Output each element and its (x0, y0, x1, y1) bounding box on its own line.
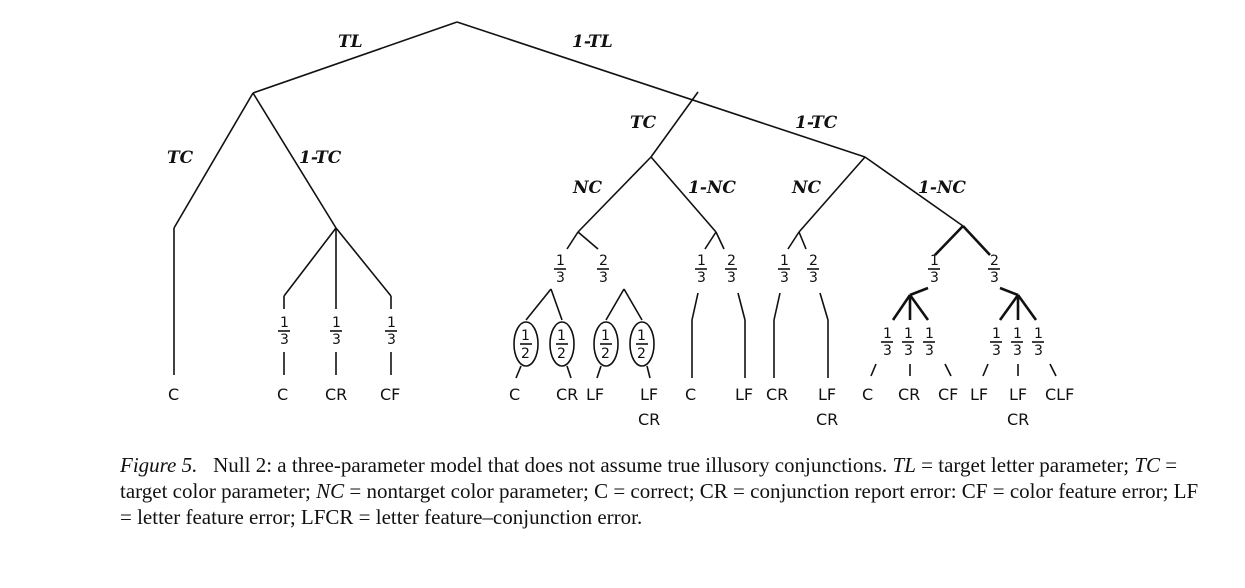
edge-label-nc-a: NC (572, 178, 603, 198)
fraction-denominator: 3 (727, 270, 736, 286)
fraction-numerator: 2 (990, 253, 999, 269)
edge-label-nc-b: NC (791, 178, 822, 198)
fraction-denominator: 2 (557, 346, 566, 362)
fraction-denominator: 2 (601, 346, 610, 362)
caption-symbol-nc: NC (316, 479, 345, 503)
leaf-label: CR (1007, 410, 1029, 429)
edge-label-not-tc-right: 1-TC (795, 113, 838, 133)
edge-label-not-tc-left: 1-TC (299, 148, 342, 168)
caption-text: = target letter parameter; (921, 453, 1130, 477)
fraction-numerator: 1 (557, 328, 566, 344)
leaf-label: LF (818, 385, 836, 404)
edge-label-not-nc-a: 1-NC (688, 178, 736, 198)
leaf-label: CR (556, 385, 578, 404)
fraction-denominator: 3 (332, 332, 341, 348)
fraction-denominator: 3 (883, 343, 892, 359)
fraction-numerator: 1 (1034, 326, 1043, 342)
fraction-denominator: 3 (1013, 343, 1022, 359)
leaf-label: LF (1009, 385, 1027, 404)
fraction-numerator: 1 (637, 328, 646, 344)
leaf-label: C (277, 385, 288, 404)
fraction-denominator: 3 (990, 270, 999, 286)
leaf-label: C (509, 385, 520, 404)
fraction-numerator: 1 (780, 253, 789, 269)
fraction-denominator: 3 (930, 270, 939, 286)
leaf-label: CF (380, 385, 400, 404)
fraction-denominator: 2 (637, 346, 646, 362)
leaf-label: C (168, 385, 179, 404)
fraction-numerator: 1 (601, 328, 610, 344)
fraction-numerator: 1 (904, 326, 913, 342)
fraction-denominator: 3 (556, 270, 565, 286)
fraction-numerator: 1 (332, 315, 341, 331)
fraction-numerator: 1 (697, 253, 706, 269)
caption-symbol-tl: TL (892, 453, 916, 477)
probability-tree: TL 1-TL TC 1-TC C 1 3 1 3 1 3 C CR CF TC… (167, 21, 1074, 429)
fraction-denominator: 3 (280, 332, 289, 348)
leaf-label: CR (816, 410, 838, 429)
leaf-label: CF (938, 385, 958, 404)
leaf-label: CR (898, 385, 920, 404)
fraction-numerator: 2 (599, 253, 608, 269)
leaf-label: LF (970, 385, 988, 404)
fraction-numerator: 1 (556, 253, 565, 269)
fraction-numerator: 2 (727, 253, 736, 269)
edge-label-tl: TL (338, 32, 363, 52)
edge-label-not-nc-b: 1-NC (918, 178, 966, 198)
fraction-numerator: 1 (930, 253, 939, 269)
fraction-numerator: 1 (1013, 326, 1022, 342)
fraction-denominator: 3 (780, 270, 789, 286)
caption-text: Null 2: a three-parameter model that doe… (213, 453, 888, 477)
leaf-label: LF (735, 385, 753, 404)
edge-label-not-tl: 1-TL (572, 32, 613, 52)
fraction-denominator: 2 (521, 346, 530, 362)
fraction-numerator: 1 (521, 328, 530, 344)
leaf-label: C (862, 385, 873, 404)
fraction-numerator: 1 (883, 326, 892, 342)
leaf-label: CLF (1045, 385, 1074, 404)
caption-text: = target color parameter; (120, 453, 1178, 503)
caption-text: = nontarget color parameter; C = correct… (120, 479, 1199, 529)
fraction-denominator: 3 (1034, 343, 1043, 359)
fraction-numerator: 1 (925, 326, 934, 342)
fraction-denominator: 3 (599, 270, 608, 286)
figure-caption: Figure 5. Null 2: a three-parameter mode… (120, 452, 1200, 530)
fraction-denominator: 3 (904, 343, 913, 359)
leaf-label: CR (638, 410, 660, 429)
leaf-label: CR (325, 385, 347, 404)
fraction-denominator: 3 (387, 332, 396, 348)
fraction-numerator: 2 (809, 253, 818, 269)
edge-label-tc-right: TC (630, 113, 657, 133)
leaf-label: C (685, 385, 696, 404)
fraction-denominator: 3 (809, 270, 818, 286)
fraction-numerator: 1 (280, 315, 289, 331)
leaf-label: LF (640, 385, 658, 404)
caption-symbol-tc: TC (1134, 453, 1161, 477)
leaf-label: LF (586, 385, 604, 404)
figure-label: Figure 5. (120, 453, 198, 477)
fraction-denominator: 3 (992, 343, 1001, 359)
fraction-numerator: 1 (992, 326, 1001, 342)
fraction-numerator: 1 (387, 315, 396, 331)
fraction-denominator: 3 (925, 343, 934, 359)
edge-label-tc-left: TC (167, 148, 194, 168)
leaf-label: CR (766, 385, 788, 404)
fraction-denominator: 3 (697, 270, 706, 286)
